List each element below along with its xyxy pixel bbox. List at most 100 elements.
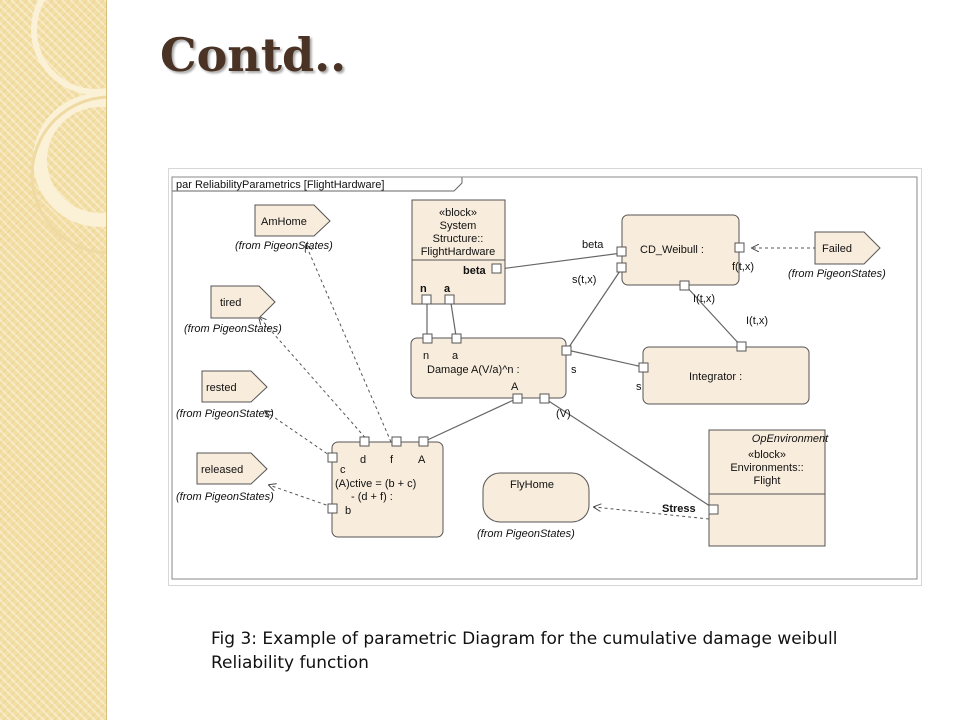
port-integrator-I-label: I(t,x) [746, 315, 768, 327]
block-cd-weibull: CD_Weibull : beta s(t,x) f(t,x) I(t,x) [572, 214, 754, 305]
state-amhome-label: AmHome [261, 216, 307, 228]
block-active: d f A c (A)ctive = (b + c) - (d + f) : b [327, 436, 444, 538]
port-active-A-label: A [418, 454, 426, 466]
port-active-d [359, 436, 370, 447]
state-flyhome-from: (from PigeonStates) [477, 528, 575, 540]
connector-s-integrator [566, 349, 644, 368]
port-damage-s-label: s [571, 364, 577, 376]
port-weibull-s [616, 262, 627, 273]
dep-tired [259, 317, 370, 443]
block-active-eq1: (A)ctive = (b + c) [335, 478, 416, 490]
block-openvironment: OpEnvironment «block» Environments:: Fli… [662, 429, 829, 547]
block-system-line2: Structure:: [433, 233, 484, 245]
block-damage-label: Damage A(V/a)^n : [427, 364, 520, 376]
port-integrator-s-label: s [636, 381, 642, 393]
port-active-c [327, 452, 338, 463]
port-active-b [327, 503, 338, 514]
block-system-prop-beta: beta [463, 265, 487, 277]
state-released-label: released [201, 464, 243, 476]
connector-I [683, 283, 742, 347]
state-rested: rested (from PigeonStates) [176, 370, 274, 420]
port-weibull-s-label: s(t,x) [572, 274, 596, 286]
port-openv-stress [708, 504, 719, 515]
state-tired-label: tired [220, 297, 241, 309]
state-failed-shape [814, 231, 881, 265]
decor-circle-middle [33, 93, 167, 227]
state-amhome-shape [254, 204, 331, 237]
port-damage-A [512, 393, 523, 404]
parametric-diagram: par ReliabilityParametrics [FlightHardwa… [171, 176, 918, 580]
state-dependencies [259, 245, 816, 520]
caption-line-1: Fig 3: Example of parametric Diagram for… [211, 629, 838, 649]
state-failed: Failed (from PigeonStates) [788, 231, 886, 280]
dep-amhome [306, 245, 392, 443]
state-failed-label: Failed [822, 243, 852, 255]
state-rested-from: (from PigeonStates) [176, 408, 274, 420]
diagram-frame: par ReliabilityParametrics [FlightHardwa… [168, 168, 922, 586]
block-system-line3: FlightHardware [421, 246, 496, 258]
port-damage-A-label: A [511, 381, 519, 393]
state-rested-shape [201, 370, 268, 403]
connector-A [422, 397, 519, 443]
port-damage-V [539, 393, 550, 404]
state-flyhome: FlyHome (from PigeonStates) [477, 472, 590, 540]
state-tired-from: (from PigeonStates) [184, 323, 282, 335]
dep-flyhome [594, 507, 710, 520]
state-failed-from: (from PigeonStates) [788, 268, 886, 280]
port-integrator-s [638, 362, 649, 373]
block-system-shape [411, 199, 506, 305]
block-weibull-label: CD_Weibull : [640, 244, 704, 256]
decorative-circles [30, 0, 190, 255]
block-damage: Damage A(V/a)^n : n a s A (V) [410, 333, 577, 420]
decor-circle-top [31, 0, 161, 95]
port-active-A [418, 436, 429, 447]
dep-rested [265, 411, 333, 458]
port-active-b-label: b [345, 505, 351, 517]
port-damage-n-label: n [423, 350, 429, 362]
port-system-n [421, 294, 432, 305]
port-weibull-I [679, 280, 690, 291]
port-weibull-I-label: I(t,x) [693, 293, 715, 305]
port-active-f [391, 436, 402, 447]
block-system-line1: System [440, 220, 477, 232]
connector-V-stress [543, 397, 717, 511]
state-rested-label: rested [206, 382, 237, 394]
connector-s-weibull [566, 267, 623, 351]
block-system-structure: «block» System Structure:: FlightHardwar… [411, 199, 506, 305]
state-amhome: AmHome (from PigeonStates) [235, 204, 333, 252]
port-weibull-f [734, 242, 745, 253]
dep-released [269, 485, 333, 508]
block-active-eq2: - (d + f) : [351, 491, 393, 503]
state-released-from: (from PigeonStates) [176, 491, 274, 503]
block-openv-line2: Flight [754, 475, 781, 487]
slide-title: Contd.. [160, 28, 347, 82]
port-system-beta [491, 263, 502, 274]
port-openv-stress-label: Stress [662, 503, 696, 515]
figure-caption: Fig 3: Example of parametric Diagram for… [211, 627, 931, 675]
port-weibull-f-label: f(t,x) [732, 261, 754, 273]
port-damage-a [451, 333, 462, 344]
block-integrator-shape [642, 346, 810, 405]
state-flyhome-label: FlyHome [510, 479, 554, 491]
state-flyhome-shape [482, 472, 590, 523]
port-active-d-label: d [360, 454, 366, 466]
block-system-port-a-label: a [444, 283, 451, 295]
sidebar-pattern [0, 0, 190, 720]
port-weibull-beta [616, 246, 627, 257]
block-system-port-n-label: n [420, 283, 427, 295]
state-released-shape [196, 452, 268, 485]
block-openv-stereotype: «block» [748, 449, 786, 461]
block-active-shape [331, 441, 444, 538]
connector-beta [499, 252, 623, 270]
state-tired-shape [210, 285, 276, 319]
block-openv-shape [708, 429, 826, 547]
port-active-c-label: c [340, 464, 346, 476]
block-openv-line1: Environments:: [730, 462, 803, 474]
state-released: released (from PigeonStates) [176, 452, 274, 503]
frame-border [171, 176, 918, 580]
port-system-a [444, 294, 455, 305]
block-damage-shape [410, 337, 567, 399]
frame-label: par ReliabilityParametrics [FlightHardwa… [176, 179, 384, 191]
block-integrator: Integrator : I(t,x) s [636, 315, 810, 405]
state-tired: tired (from PigeonStates) [184, 285, 282, 335]
